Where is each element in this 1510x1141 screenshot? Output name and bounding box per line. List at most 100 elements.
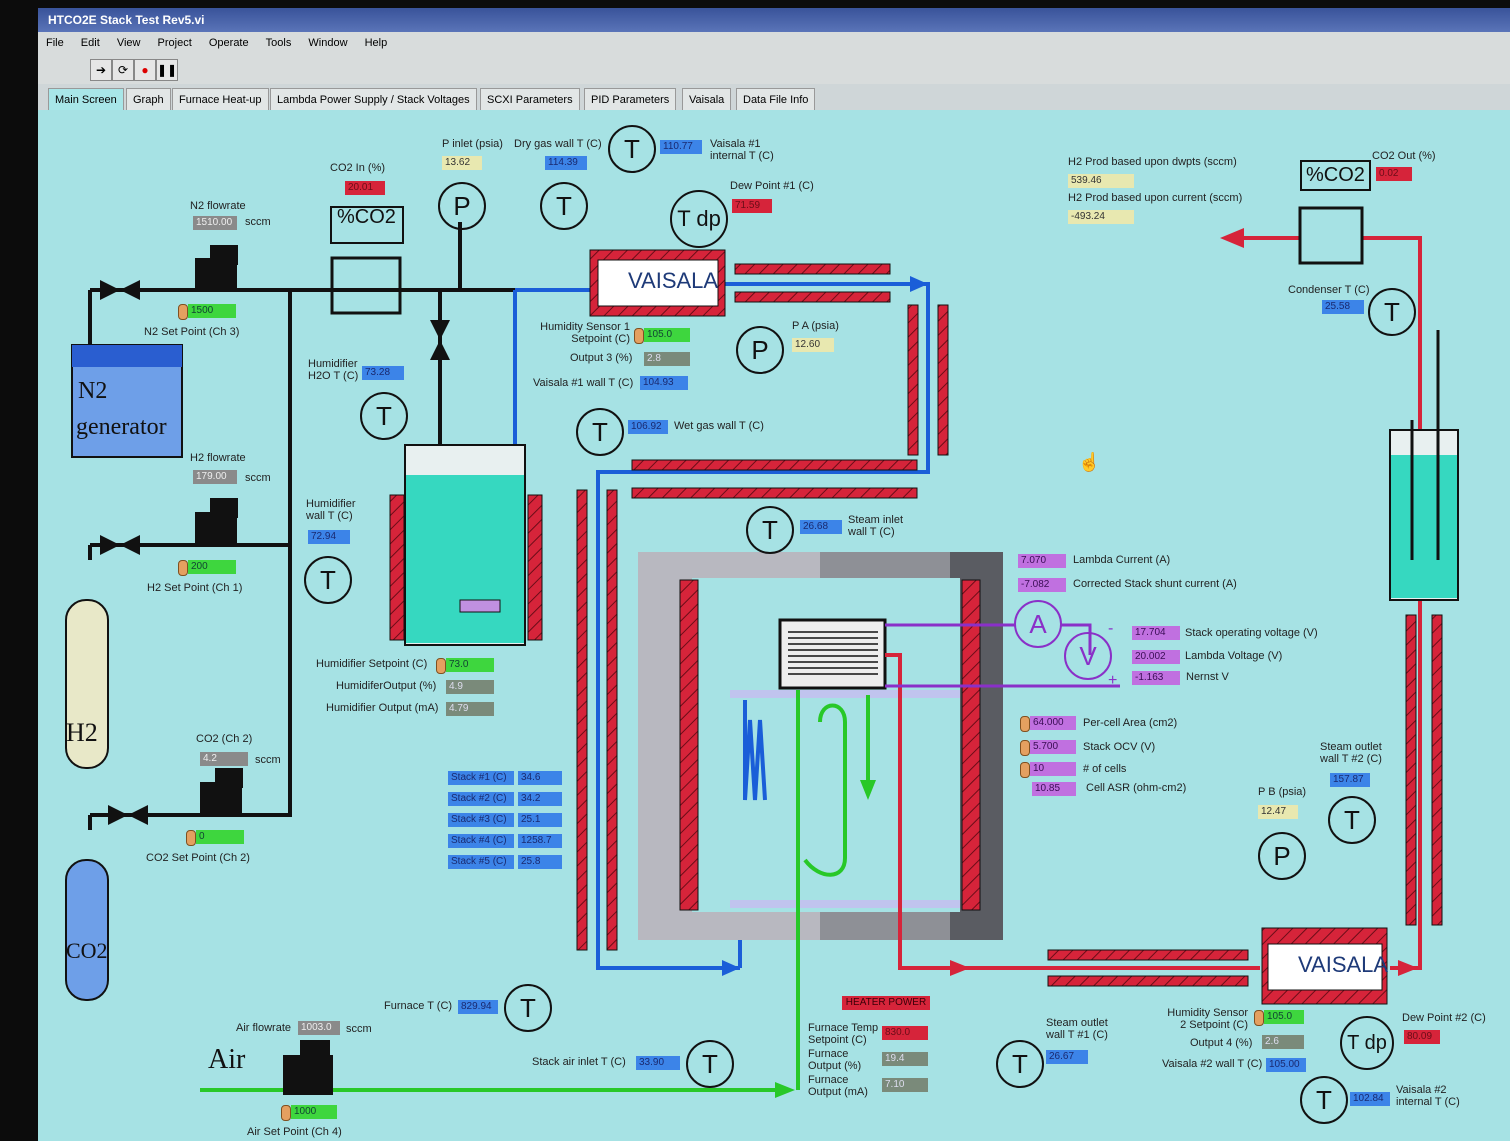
wet-gas-t-icon: T — [576, 408, 624, 456]
stack2-temp-label: Stack #2 (C) — [448, 792, 514, 806]
abort-icon[interactable]: ● — [134, 59, 156, 81]
stack — [743, 618, 887, 801]
stack1-temp-value: 34.6 — [518, 771, 562, 785]
humidifier-sp-input[interactable]: 73.0 — [446, 658, 494, 672]
humidifier-wall-t-icon: T — [304, 556, 352, 604]
furnace — [638, 552, 1003, 940]
humidifier-sp-label: Humidifier Setpoint (C) — [316, 658, 428, 670]
pause-icon[interactable]: ❚❚ — [156, 59, 178, 81]
humidifier-out-label: HumidiferOutput (%) — [336, 680, 437, 692]
dry-gas-label: Dry gas wall T (C) — [514, 138, 602, 150]
vaisala1-wall-value: 104.93 — [640, 376, 688, 390]
cell-area-label: Per-cell Area (cm2) — [1083, 717, 1178, 729]
menu-operate[interactable]: Operate — [208, 37, 249, 49]
air-setpoint-label: Air Set Point (Ch 4) — [247, 1126, 342, 1138]
stack-ocv-spinner[interactable] — [1020, 740, 1030, 756]
p-inlet-label: P inlet (psia) — [442, 138, 503, 150]
stack5-temp-value: 25.8 — [518, 855, 562, 869]
cell-area-input[interactable]: 64.000 — [1030, 716, 1076, 730]
humidifier-h2o-t-icon: T — [360, 392, 408, 440]
run-arrow-icon[interactable]: ➔ — [90, 59, 112, 81]
tab-furnace-heat-up[interactable]: Furnace Heat-up — [172, 88, 269, 111]
co2-in-meter-box — [330, 206, 404, 244]
furnace-sp-value[interactable]: 830.0 — [882, 1026, 928, 1040]
tab-strip: Main Screen Graph Furnace Heat-up Lambda… — [38, 84, 1510, 111]
hum-sensor2-spinner[interactable] — [1254, 1010, 1264, 1026]
tab-main-screen[interactable]: Main Screen — [48, 88, 124, 111]
p-inlet-value: 13.62 — [442, 156, 482, 170]
h2-setpoint-spinner[interactable] — [178, 560, 188, 576]
n2-setpoint-spinner[interactable] — [178, 304, 188, 320]
tab-graph[interactable]: Graph — [126, 88, 171, 111]
menu-help[interactable]: Help — [364, 37, 388, 49]
n2-flow-value: 1510.00 — [193, 216, 237, 230]
stack1-temp-label: Stack #1 (C) — [448, 771, 514, 785]
air-setpoint-input[interactable]: 1000 — [291, 1105, 337, 1119]
hum-sensor1-spinner[interactable] — [634, 328, 644, 344]
menu-window[interactable]: Window — [308, 37, 348, 49]
air-label: Air — [208, 1044, 246, 1075]
run-continuous-icon[interactable]: ⟳ — [112, 59, 134, 81]
co2-flow-value: 4.2 — [200, 752, 248, 766]
tab-data-file-info[interactable]: Data File Info — [736, 88, 816, 111]
tab-vaisala[interactable]: Vaisala — [682, 88, 732, 111]
condenser-value: 25.58 — [1322, 300, 1364, 314]
n2-setpoint-input[interactable]: 1500 — [188, 304, 236, 318]
tab-lambda-power-supply[interactable]: Lambda Power Supply / Stack Voltages — [270, 88, 477, 111]
co2-setpoint-spinner[interactable] — [186, 830, 196, 846]
menu-tools[interactable]: Tools — [265, 37, 292, 49]
co2-flow-label: CO2 (Ch 2) — [196, 733, 253, 745]
air-flow-label: Air flowrate — [236, 1022, 292, 1034]
toolbar: ➔ ⟳ ● ❚❚ — [38, 54, 1510, 84]
h2prod-dwpts-value: 539.46 — [1068, 174, 1134, 188]
menu-view[interactable]: View — [116, 37, 141, 49]
stack-ocv-input[interactable]: 5.700 — [1030, 740, 1076, 754]
vaisala2-wall-value: 105.00 — [1266, 1058, 1306, 1072]
furnace-t-icon: T — [504, 984, 552, 1032]
menu-file[interactable]: File — [46, 37, 64, 49]
tab-pid-parameters[interactable]: PID Parameters — [584, 88, 677, 111]
h2-bottle-label: H2 — [66, 718, 98, 747]
humidifier-wall-value: 72.94 — [308, 530, 350, 544]
heater-power-indicator: HEATER POWER — [842, 996, 930, 1010]
shunt-current-value: -7.082 — [1018, 578, 1066, 592]
humidifier-sp-spinner[interactable] — [436, 658, 446, 674]
pa-label: P A (psia) — [792, 320, 839, 332]
vaisala2-int-label: Vaisala #2 internal T (C) — [1396, 1084, 1460, 1108]
dew2-value: 80.09 — [1404, 1030, 1440, 1044]
dew-point2-sensor-icon: T dp — [1340, 1016, 1394, 1070]
tab-scxi-parameters[interactable]: SCXI Parameters — [480, 88, 580, 111]
co2-in-label: CO2 In (%) — [330, 162, 386, 174]
air-setpoint-spinner[interactable] — [281, 1105, 291, 1121]
humidifier-out-value: 4.9 — [446, 680, 494, 694]
vaisala2-int-value: 102.84 — [1350, 1092, 1390, 1106]
menu-edit[interactable]: Edit — [80, 37, 100, 49]
co2-out-meter-label: %CO2 — [1300, 160, 1371, 191]
co2-flow-unit: sccm — [255, 754, 281, 766]
cells-input[interactable]: 10 — [1030, 762, 1076, 776]
pb-label: P B (psia) — [1258, 786, 1307, 798]
output4-label: Output 4 (%) — [1190, 1037, 1253, 1049]
co2-out-label: CO2 Out (%) — [1372, 150, 1436, 162]
output4-value: 2.6 — [1262, 1035, 1304, 1049]
lambda-current-value: 7.070 — [1018, 554, 1066, 568]
cell-area-spinner[interactable] — [1020, 716, 1030, 732]
asr-value: 10.85 — [1032, 782, 1076, 796]
menu-project[interactable]: Project — [157, 37, 192, 49]
furnace-out-value: 19.4 — [882, 1052, 928, 1066]
vaisala1-int-label: Vaisala #1 internal T (C) — [710, 138, 774, 162]
co2-setpoint-input[interactable]: 0 — [196, 830, 244, 844]
h2-setpoint-input[interactable]: 200 — [188, 560, 236, 574]
vaisala1-int-value: 110.77 — [660, 140, 702, 154]
wet-gas-value: 106.92 — [628, 420, 668, 434]
hum-sensor1-input[interactable]: 105.0 — [644, 328, 690, 342]
co2-in-value: 20.01 — [345, 181, 385, 195]
wet-gas-label: Wet gas wall T (C) — [674, 420, 764, 432]
stack4-temp-label: Stack #4 (C) — [448, 834, 514, 848]
steam-inlet-t-icon: T — [746, 506, 794, 554]
cells-spinner[interactable] — [1020, 762, 1030, 778]
nernst-value: -1.163 — [1132, 671, 1180, 685]
hum-sensor2-input[interactable]: 105.0 — [1264, 1010, 1304, 1024]
co2-bottle-label: CO2 — [66, 938, 108, 963]
